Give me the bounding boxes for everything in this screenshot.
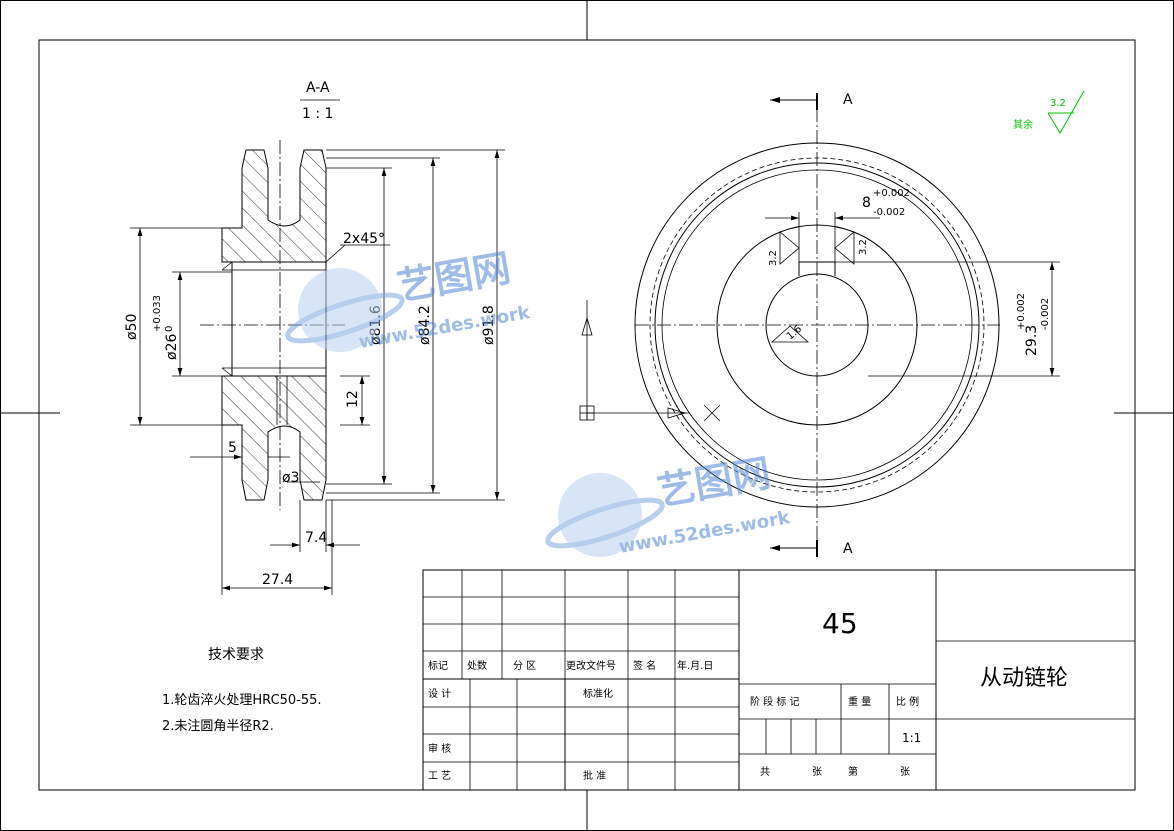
dim-d26-upper: +0.033 bbox=[152, 295, 163, 332]
watermark-url-2: www.52des.work bbox=[617, 507, 792, 558]
section-label: A-A bbox=[306, 80, 330, 96]
dim-key-w-lower: -0.002 bbox=[873, 207, 905, 218]
tb-rev-h4: 签 名 bbox=[633, 659, 656, 672]
rough-bore: 1.6 bbox=[785, 324, 804, 343]
dim-27-4: 27.4 bbox=[262, 572, 293, 588]
dim-d91-8: ø91.8 bbox=[481, 305, 497, 345]
dim-d26: ø26 bbox=[164, 334, 180, 360]
dim-d26-lower: 0 bbox=[164, 326, 175, 332]
tb-material: 45 bbox=[822, 607, 858, 640]
tb-rev-h0: 标记 bbox=[428, 660, 448, 672]
note-1: 1.轮齿淬火处理HRC50-55. bbox=[162, 693, 322, 708]
roughness-value: 3.2 bbox=[1050, 98, 1066, 109]
roughness-note: 其余 bbox=[1013, 118, 1033, 131]
rough-right: 3.2 bbox=[858, 239, 869, 255]
dim-d50: ø50 bbox=[124, 314, 140, 340]
tb-part-name: 从动链轮 bbox=[980, 666, 1068, 691]
tb-scale: 1:1 bbox=[902, 731, 921, 745]
dim-key-w: 8 bbox=[862, 195, 871, 211]
dim-12: 12 bbox=[345, 390, 361, 408]
rough-left: 3.2 bbox=[768, 250, 779, 266]
tb-review: 审 核 bbox=[428, 742, 451, 755]
tb-rev-h5: 年.月.日 bbox=[677, 659, 713, 672]
tb-standard: 标准化 bbox=[583, 687, 613, 700]
tb-approve: 批 准 bbox=[583, 769, 606, 782]
technical-notes: 技术要求 1.轮齿淬火处理HRC50-55. 2.未注圆角半径R2. bbox=[162, 647, 322, 734]
dim-key-w-upper: +0.002 bbox=[873, 188, 910, 199]
tb-sheet-1: 张 bbox=[812, 766, 822, 778]
section-mark-bottom: A bbox=[843, 541, 853, 557]
dim-d84-2: ø84.2 bbox=[417, 305, 433, 345]
tb-rev-h3: 更改文件号 bbox=[566, 659, 616, 672]
tb-rev-h1: 处数 bbox=[467, 659, 487, 672]
dim-key-h-lower: -0.002 bbox=[1040, 298, 1051, 330]
section-mark-top: A bbox=[843, 92, 853, 108]
watermark-cn-1: 艺图网 bbox=[394, 246, 514, 309]
tb-stage-h0: 阶 段 标 记 bbox=[750, 695, 800, 708]
tb-rev-h2: 分 区 bbox=[513, 660, 536, 672]
dim-5: 5 bbox=[228, 440, 237, 456]
tb-sheet-3: 张 bbox=[900, 766, 910, 778]
dim-key-h: 29.3 bbox=[1024, 325, 1040, 356]
watermark-cn-2: 艺图网 bbox=[654, 451, 774, 514]
tb-stage-h2: 比 例 bbox=[896, 695, 919, 708]
tb-sheet-2: 第 bbox=[848, 765, 858, 778]
tb-stage-h1: 重 量 bbox=[848, 695, 871, 708]
section-bottom-half bbox=[221, 375, 327, 501]
dim-key-h-upper: +0.002 bbox=[1016, 293, 1027, 330]
front-view: A A 8 +0.002 -0.002 29.3 +0.002 -0.002 3… bbox=[579, 92, 1060, 557]
roughness-symbol: 其余 3.2 bbox=[1013, 90, 1085, 134]
tb-sheet-0: 共 bbox=[760, 766, 770, 778]
dim-7-4: 7.4 bbox=[305, 530, 327, 546]
ucs-icon bbox=[579, 300, 721, 422]
section-scale: 1 : 1 bbox=[302, 106, 333, 122]
section-top-half bbox=[221, 149, 327, 263]
tb-process: 工 艺 bbox=[428, 770, 451, 782]
dim-chamfer: 2x45° bbox=[343, 231, 385, 247]
tb-design: 设 计 bbox=[428, 687, 451, 700]
note-2: 2.未注圆角半径R2. bbox=[162, 719, 274, 734]
dim-d3: ø3 bbox=[282, 470, 299, 486]
title-block: 45 从动链轮 标记 处数 分 区 更改文件号 签 名 年.月.日 设 计 审 … bbox=[422, 569, 1136, 791]
notes-title: 技术要求 bbox=[208, 647, 264, 663]
